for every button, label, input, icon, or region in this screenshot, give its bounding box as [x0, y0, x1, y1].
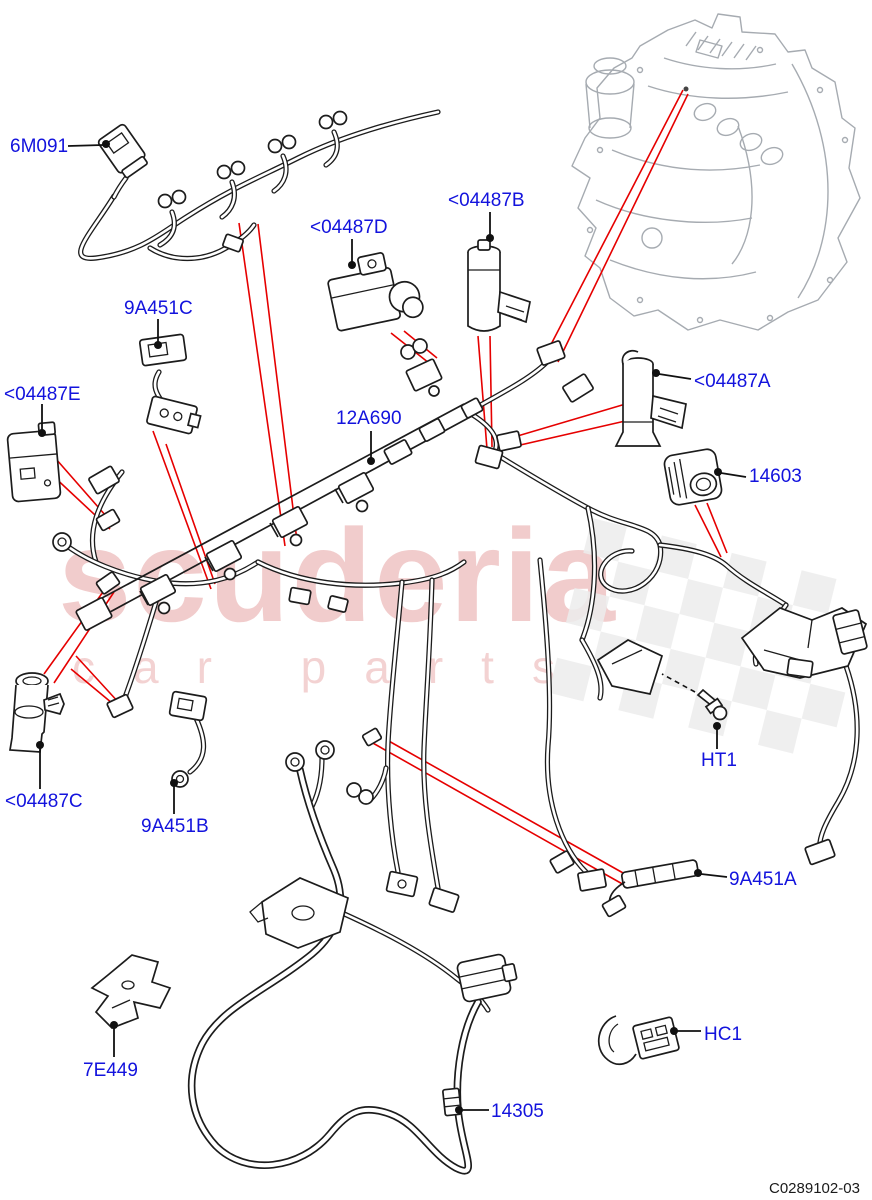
part-04487E	[6, 421, 62, 503]
engine-illustration	[571, 13, 861, 331]
connectors-and-parts	[6, 110, 868, 1117]
part-7E449	[90, 954, 172, 1029]
part-label-14603[interactable]: 14603	[749, 466, 802, 487]
part-label-14305[interactable]: 14305	[491, 1101, 544, 1122]
part-label-HC1[interactable]: HC1	[704, 1024, 743, 1045]
part-9A451A	[601, 859, 700, 918]
part-04487C	[9, 672, 65, 753]
part-HT1	[596, 639, 728, 721]
part-label-04487A[interactable]: <04487A	[694, 371, 771, 392]
document-code: C0289102-03	[769, 1180, 860, 1197]
part-14603	[663, 448, 723, 506]
part-04487B	[467, 239, 531, 332]
part-label-6M091[interactable]: 6M091	[10, 136, 69, 157]
part-04487A	[614, 349, 687, 447]
part-6M091-connector	[97, 123, 148, 179]
part-label-9A451A[interactable]: 9A451A	[729, 869, 797, 890]
part-label-04487C[interactable]: <04487C	[5, 791, 83, 812]
leader-lines	[36, 140, 747, 1114]
part-label-04487D[interactable]: <04487D	[310, 217, 388, 238]
part-HC1	[597, 1015, 680, 1066]
part-04487D	[327, 252, 424, 332]
part-9A451C	[138, 333, 202, 435]
callout-lines	[43, 89, 728, 887]
part-label-9A451C[interactable]: 9A451C	[124, 298, 193, 319]
part-label-9A451B[interactable]: 9A451B	[141, 816, 209, 837]
part-label-04487E[interactable]: <04487E	[4, 384, 81, 405]
part-label-HT1[interactable]: HT1	[701, 750, 737, 771]
part-label-12A690[interactable]: 12A690	[336, 408, 402, 429]
part-label-04487B[interactable]: <04487B	[448, 190, 525, 211]
part-label-7E449[interactable]: 7E449	[83, 1060, 138, 1081]
